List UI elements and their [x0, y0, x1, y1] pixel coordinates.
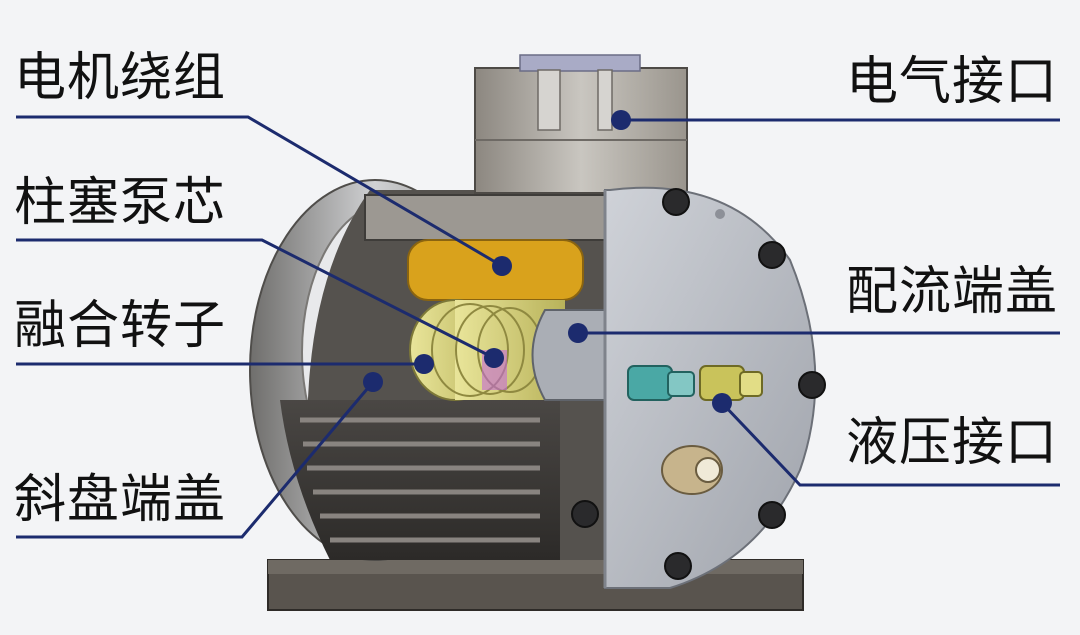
label-motor-winding: 电机绕组 [14, 48, 227, 108]
hydraulic-connectors [627, 365, 763, 495]
label-hydraulic-interface: 液压接口 [845, 413, 1058, 473]
leader-lines [16, 115, 1060, 539]
housing-cut-top [364, 194, 611, 241]
label-valve-plate-end-cover: 配流端盖 [845, 262, 1058, 322]
valve-plate-ring [531, 309, 611, 401]
junction-box [474, 67, 688, 194]
leader-dots [363, 110, 732, 413]
junction-box-lid [519, 54, 641, 72]
label-swash-plate-end-cover: 斜盘端盖 [14, 470, 227, 530]
cooling-fins [280, 400, 560, 560]
label-plunger-pump-core: 柱塞泵芯 [14, 173, 227, 233]
fin-lines [300, 417, 540, 543]
label-fused-rotor: 融合转子 [14, 296, 227, 356]
label-electrical-interface: 电气接口 [845, 52, 1058, 112]
end-cover-bolts [571, 188, 826, 580]
